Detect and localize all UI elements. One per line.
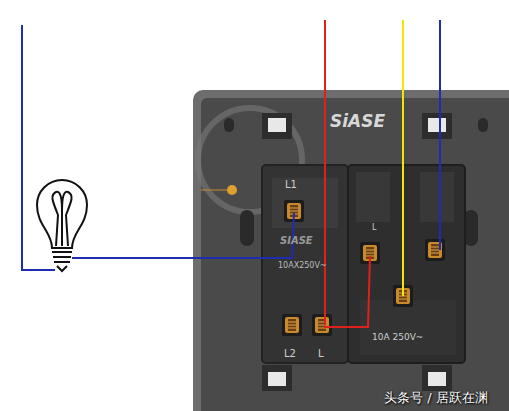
rating-label: 10A 250V~ — [372, 333, 423, 342]
live-jumper — [324, 256, 370, 327]
light-bulb — [37, 180, 87, 271]
wall-plate — [193, 90, 509, 411]
terminal-neutral — [425, 239, 445, 261]
socket-module — [348, 165, 465, 363]
terminal-label: L — [372, 224, 376, 232]
rating-label: 10AX250V~ — [278, 262, 327, 270]
terminal-l2 — [282, 314, 302, 336]
terminal-label: L — [318, 349, 324, 359]
neutral-wire-socket — [439, 20, 441, 250]
terminal-label: L1 — [285, 180, 297, 190]
watermark: 头条号 / 居跃在渊 — [384, 391, 488, 404]
switch-module — [262, 165, 348, 363]
lamp-wire — [72, 213, 294, 258]
brand-logo: SiASE — [330, 113, 385, 130]
terminal-label: L2 — [284, 349, 296, 359]
earth-wire — [402, 20, 404, 296]
terminal-l — [312, 314, 332, 336]
live-wire — [324, 20, 326, 325]
brand-logo: SIASE — [280, 236, 313, 246]
